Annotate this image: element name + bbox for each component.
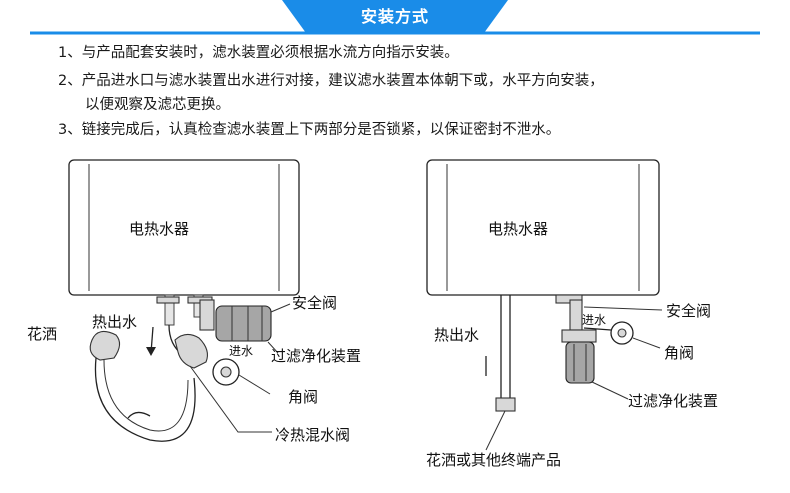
left-heater-body [68, 159, 300, 296]
right-filter-head [561, 329, 597, 343]
right-heater-body [426, 159, 660, 296]
left-shower-head [89, 330, 121, 361]
left-hot-out-label: 热出水 [92, 313, 137, 331]
left-shower-hose [94, 357, 196, 442]
right-inlet-fitting [555, 294, 583, 304]
instruction-step-3: 3、链接完成后，认真检查滤水装置上下两部分是否锁紧，以保证密封不泄水。 [58, 122, 561, 138]
left-angle-valve [212, 358, 240, 386]
right-heater-label: 电热水器 [488, 220, 548, 238]
left-filter-device [215, 305, 272, 342]
left-angle-valve-label: 角阀 [288, 388, 318, 406]
left-filter-label: 过滤净化装置 [271, 347, 361, 365]
right-inlet-label: 进水 [582, 313, 606, 327]
left-angle-valve-knob [220, 366, 232, 378]
left-safety-leader [270, 303, 291, 313]
right-filter-label: 过滤净化装置 [628, 392, 718, 410]
left-installation-diagram: 电热水器 花洒 热出水 安全阀 进水 过滤净化装置 [27, 159, 361, 444]
right-safety-leader [583, 306, 663, 311]
left-shower-hose-inner [103, 359, 189, 432]
right-filter-leader [591, 381, 629, 400]
left-water-flow-arrow [127, 411, 151, 419]
installation-diagram: 电热水器 花洒 热出水 安全阀 进水 过滤净化装置 [27, 159, 718, 469]
left-filter-leader [267, 341, 279, 354]
instruction-step-1: 1、与产品配套安装时，滤水装置必须根据水流方向指示安装。 [58, 45, 459, 61]
right-angle-valve-label: 角阀 [664, 344, 694, 362]
right-angle-valve-knob [617, 328, 627, 338]
left-mixing-leader [189, 365, 272, 433]
right-angle-valve [610, 321, 634, 345]
left-mixing-valve [174, 333, 208, 369]
header-banner [30, 0, 760, 35]
section-title: 安装方式 [360, 7, 429, 26]
right-installation-diagram: 电热水器 热出水 安全阀 进水 角阀 过滤净化装置 花洒或其他终端产品 [426, 159, 718, 469]
left-hot-out-arrowhead [146, 347, 156, 356]
right-safety-valve-label: 安全阀 [666, 302, 711, 320]
instruction-step-2-continued: 以便观察及滤芯更换。 [85, 97, 230, 113]
left-inlet-label: 进水 [229, 344, 253, 358]
left-mixing-valve-label: 冷热混水阀 [275, 426, 350, 444]
left-heater-label: 电热水器 [129, 220, 189, 238]
left-safety-valve-label: 安全阀 [292, 294, 337, 312]
left-safety-valve [199, 299, 215, 331]
left-angle-leader [238, 374, 271, 395]
left-shower-label: 花洒 [27, 325, 57, 343]
banner-tab [282, 0, 508, 33]
right-filter-device [565, 341, 595, 384]
right-terminal-label: 花洒或其他终端产品 [426, 451, 561, 469]
right-angle-leader [632, 337, 661, 349]
right-hot-out-label: 热出水 [434, 326, 479, 344]
right-angle-pipe [583, 327, 612, 331]
right-safety-valve [569, 299, 583, 331]
right-terminal-leader [485, 410, 506, 451]
right-terminal-fitting [495, 397, 516, 412]
left-pipe-fitting [156, 296, 180, 304]
instruction-step-2: 2、产品进水口与滤水装置出水进行对接，建议滤水装置本体朝下或，水平方向安装， [58, 73, 604, 89]
